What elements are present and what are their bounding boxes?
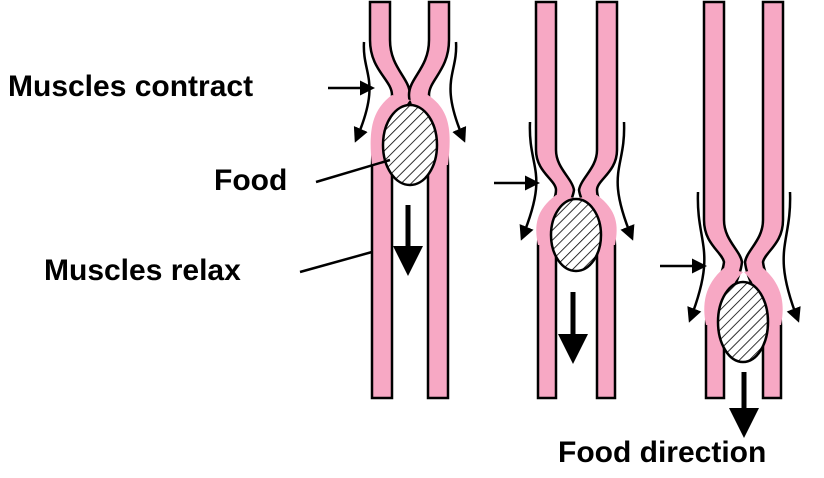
- label-food: Food: [214, 164, 288, 197]
- tube-wall-right: [407, 0, 451, 400]
- relax-pointer: [299, 250, 373, 274]
- food-bolus: [716, 280, 770, 364]
- food-pointer: [315, 158, 391, 184]
- label-muscles-contract: Muscles contract: [8, 70, 254, 103]
- food-bolus: [549, 197, 603, 273]
- muscle-arrow-left: [687, 191, 706, 323]
- stage-1: [299, 0, 467, 400]
- tube-wall-left: [368, 0, 412, 400]
- muscle-arrow-right: [616, 121, 635, 241]
- stage-2: [494, 0, 635, 400]
- stage-3: [660, 0, 801, 438]
- muscle-arrow-right: [449, 41, 467, 143]
- muscle-arrow-left: [519, 121, 538, 241]
- food-bolus: [381, 103, 439, 187]
- muscle-arrow-right: [782, 191, 801, 323]
- label-muscles-relax: Muscles relax: [44, 254, 241, 287]
- muscle-arrow-left: [353, 41, 371, 143]
- label-food-direction: Food direction: [558, 436, 767, 469]
